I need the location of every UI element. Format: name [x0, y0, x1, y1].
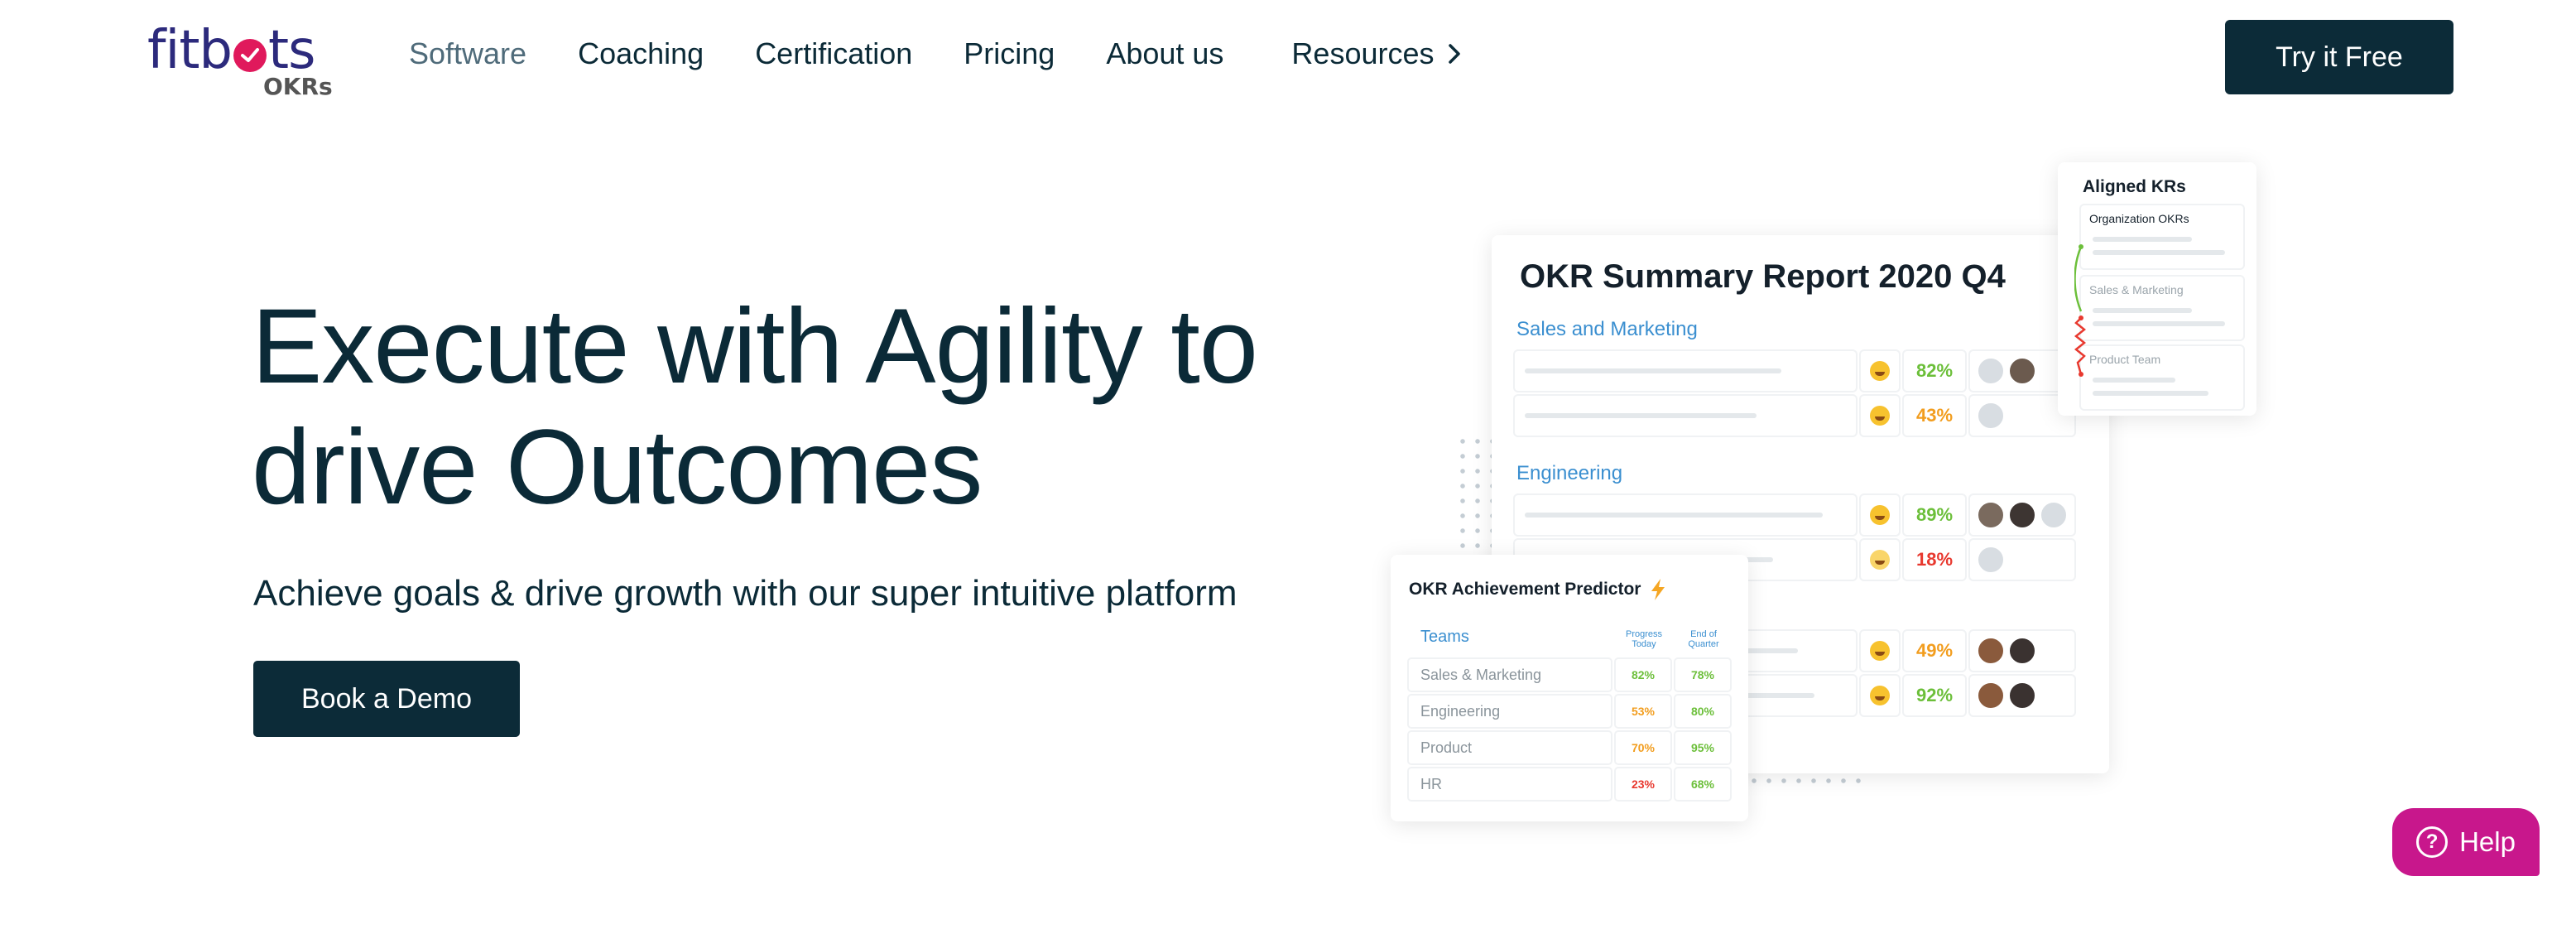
- nav-certification[interactable]: Certification: [755, 36, 913, 70]
- avatar: [2008, 681, 2036, 710]
- hero-title-line2: drive Outcomes: [252, 408, 983, 527]
- predictor-row: Sales & Marketing 82% 78%: [1409, 659, 1730, 691]
- section-label: Engineering: [1516, 462, 1623, 484]
- nav-pricing[interactable]: Pricing: [964, 36, 1055, 70]
- avatar: [2008, 501, 2036, 529]
- avatar: [1977, 501, 2005, 529]
- predictor-row: Engineering 53% 80%: [1409, 696, 1730, 727]
- team-name: Product: [1409, 732, 1611, 763]
- avatar: [2008, 637, 2036, 665]
- predictor-row: Product 70% 95%: [1409, 732, 1730, 763]
- avatar-group: [1970, 351, 2074, 391]
- section-label: Sales and Marketing: [1516, 318, 1698, 340]
- avatar-group: [1970, 631, 2074, 671]
- okr-predictor-card: OKR Achievement Predictor Teams Progress…: [1391, 555, 1748, 821]
- progress-today-value: 53%: [1616, 696, 1670, 727]
- end-of-quarter-value: 78%: [1675, 659, 1730, 691]
- avatar-group: [1970, 495, 2074, 535]
- progress-today-value: 23%: [1616, 768, 1670, 800]
- logo-sub: OKRs: [263, 73, 333, 100]
- nav-resources[interactable]: Resources: [1291, 36, 1462, 71]
- progress-today-value: 70%: [1616, 732, 1670, 763]
- okr-row-bar: [1515, 495, 1856, 535]
- okr-row-bar: [1515, 396, 1856, 436]
- nav-resources-label: Resources: [1291, 36, 1435, 70]
- chevron-right-icon: [1448, 44, 1460, 64]
- aligned-box-label: Organization OKRs: [2089, 212, 2189, 225]
- lightning-icon: [1651, 579, 1665, 600]
- logo-word-pre: fitb: [147, 20, 233, 81]
- aligned-box-label: Product Team: [2089, 353, 2161, 366]
- alignment-connector: [2074, 244, 2087, 377]
- okr-row: 43%: [1515, 396, 2074, 436]
- mood-icon: [1861, 396, 1899, 436]
- end-of-quarter-value: 80%: [1675, 696, 1730, 727]
- okr-progress: 18%: [1904, 540, 1965, 580]
- logo-word-post: ts: [268, 20, 315, 81]
- avatar: [2040, 501, 2068, 529]
- logo-check-icon: [233, 39, 267, 72]
- aligned-box: Sales & Marketing: [2081, 277, 2243, 339]
- help-button[interactable]: ? Help: [2392, 808, 2540, 876]
- teams-header: Teams: [1420, 628, 1469, 646]
- summary-title: OKR Summary Report 2020 Q4: [1520, 258, 2006, 295]
- nav-about-us[interactable]: About us: [1106, 36, 1224, 70]
- avatar: [2008, 357, 2036, 385]
- aligned-box: Organization OKRs: [2081, 205, 2243, 268]
- mood-icon: [1861, 495, 1899, 535]
- avatar: [1977, 637, 2005, 665]
- hero-subtitle: Achieve goals & drive growth with our su…: [253, 573, 1238, 614]
- hero-title-line1: Execute with Agility to: [252, 287, 1258, 406]
- mood-icon: [1861, 540, 1899, 580]
- main-nav: Software Coaching Certification Pricing …: [409, 36, 1514, 71]
- mood-icon: [1861, 351, 1899, 391]
- mood-icon: [1861, 676, 1899, 715]
- mood-icon: [1861, 631, 1899, 671]
- avatar-group: [1970, 676, 2074, 715]
- avatar: [1977, 402, 2005, 430]
- aligned-box: Product Team: [2081, 346, 2243, 409]
- end-of-quarter-header: End of Quarter: [1688, 629, 1719, 649]
- predictor-row: HR 23% 68%: [1409, 768, 1730, 800]
- okr-summary-card: OKR Summary Report 2020 Q4 Sales and Mar…: [1492, 235, 2109, 773]
- try-it-free-button[interactable]: Try it Free: [2225, 20, 2453, 94]
- progress-today-header: Progress Today: [1625, 629, 1663, 649]
- team-name: HR: [1409, 768, 1611, 800]
- team-name: Sales & Marketing: [1409, 659, 1611, 691]
- avatar-group: [1970, 396, 2074, 436]
- okr-progress: 92%: [1904, 676, 1965, 715]
- nav-software[interactable]: Software: [409, 36, 527, 70]
- avatar: [1977, 546, 2005, 574]
- okr-progress: 49%: [1904, 631, 1965, 671]
- avatar: [1977, 681, 2005, 710]
- end-of-quarter-value: 68%: [1675, 768, 1730, 800]
- dot-pattern: [1455, 434, 1493, 550]
- okr-progress: 82%: [1904, 351, 1965, 391]
- help-label: Help: [2459, 826, 2516, 857]
- okr-progress: 43%: [1904, 396, 1965, 436]
- progress-today-value: 82%: [1616, 659, 1670, 691]
- end-of-quarter-value: 95%: [1675, 732, 1730, 763]
- okr-row: 82%: [1515, 351, 2074, 391]
- hero-title: Execute with Agility to drive Outcomes: [252, 286, 1328, 528]
- okr-row: 89%: [1515, 495, 2074, 535]
- nav-coaching[interactable]: Coaching: [578, 36, 704, 70]
- predictor-title-text: OKR Achievement Predictor: [1409, 580, 1641, 599]
- aligned-title: Aligned KRs: [2083, 177, 2186, 196]
- question-circle-icon: ?: [2416, 826, 2449, 858]
- aligned-krs-card: Aligned KRs Organization OKRs Sales & Ma…: [2058, 162, 2256, 416]
- dot-pattern: [1747, 773, 1871, 792]
- okr-row-bar: [1515, 351, 1856, 391]
- avatar-group: [1970, 540, 2074, 580]
- avatar: [1977, 357, 2005, 385]
- okr-progress: 89%: [1904, 495, 1965, 535]
- aligned-box-label: Sales & Marketing: [2089, 283, 2184, 296]
- book-demo-button[interactable]: Book a Demo: [253, 661, 520, 737]
- predictor-title: OKR Achievement Predictor: [1409, 578, 1667, 601]
- team-name: Engineering: [1409, 696, 1611, 727]
